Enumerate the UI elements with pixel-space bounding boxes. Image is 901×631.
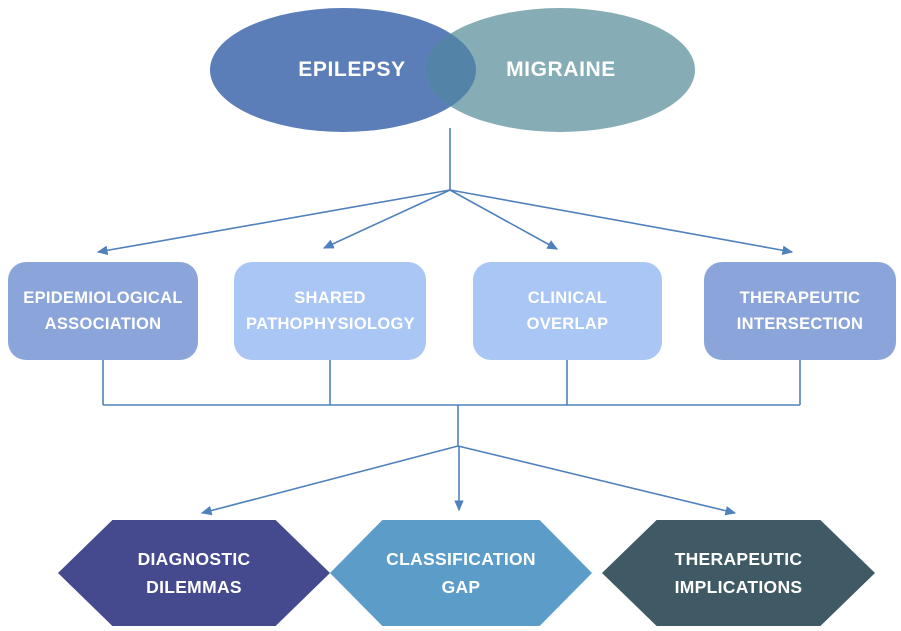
branch-label: CLINICAL OVERLAP bbox=[526, 288, 609, 333]
arrow-to-branch-2 bbox=[322, 189, 451, 249]
connector-lines bbox=[96, 128, 801, 516]
branch-box-shared-pathophysiology: SHARED PATHOPHYSIOLOGY bbox=[234, 262, 426, 360]
branch-box-therapeutic-intersection: THERAPEUTIC INTERSECTION bbox=[704, 262, 896, 360]
epilepsy-ellipse bbox=[210, 8, 476, 132]
outcome-label: CLASSIFICATION GAP bbox=[386, 549, 536, 597]
outcome-label: DIAGNOSTIC DILEMMAS bbox=[137, 549, 251, 597]
migraine-label: MIGRAINE bbox=[506, 58, 616, 81]
migraine-ellipse bbox=[425, 8, 695, 132]
arrow-to-outcome-1 bbox=[200, 445, 459, 516]
arrow-to-branch-3 bbox=[449, 189, 559, 250]
outcome-hexagon-diagnostic-dilemmas: DIAGNOSTIC DILEMMAS bbox=[58, 520, 330, 626]
branch-label: SHARED PATHOPHYSIOLOGY bbox=[246, 288, 415, 333]
arrow-to-branch-4 bbox=[449, 189, 794, 256]
outcome-hexagon-therapeutic-implications: THERAPEUTIC IMPLICATIONS bbox=[602, 520, 875, 626]
branch-box-epidemiological-association: EPIDEMIOLOGICAL ASSOCIATION bbox=[8, 262, 198, 360]
arrow-to-branch-1 bbox=[96, 189, 451, 256]
outcome-label: THERAPEUTIC IMPLICATIONS bbox=[674, 549, 803, 597]
branch-box-clinical-overlap: CLINICAL OVERLAP bbox=[473, 262, 662, 360]
branch-label: EPIDEMIOLOGICAL ASSOCIATION bbox=[23, 288, 183, 333]
outcome-hexagon-classification-gap: CLASSIFICATION GAP bbox=[330, 520, 592, 626]
epilepsy-label: EPILEPSY bbox=[298, 58, 406, 81]
arrow-to-outcome-3 bbox=[457, 445, 737, 516]
branch-label: THERAPEUTIC INTERSECTION bbox=[736, 288, 864, 333]
